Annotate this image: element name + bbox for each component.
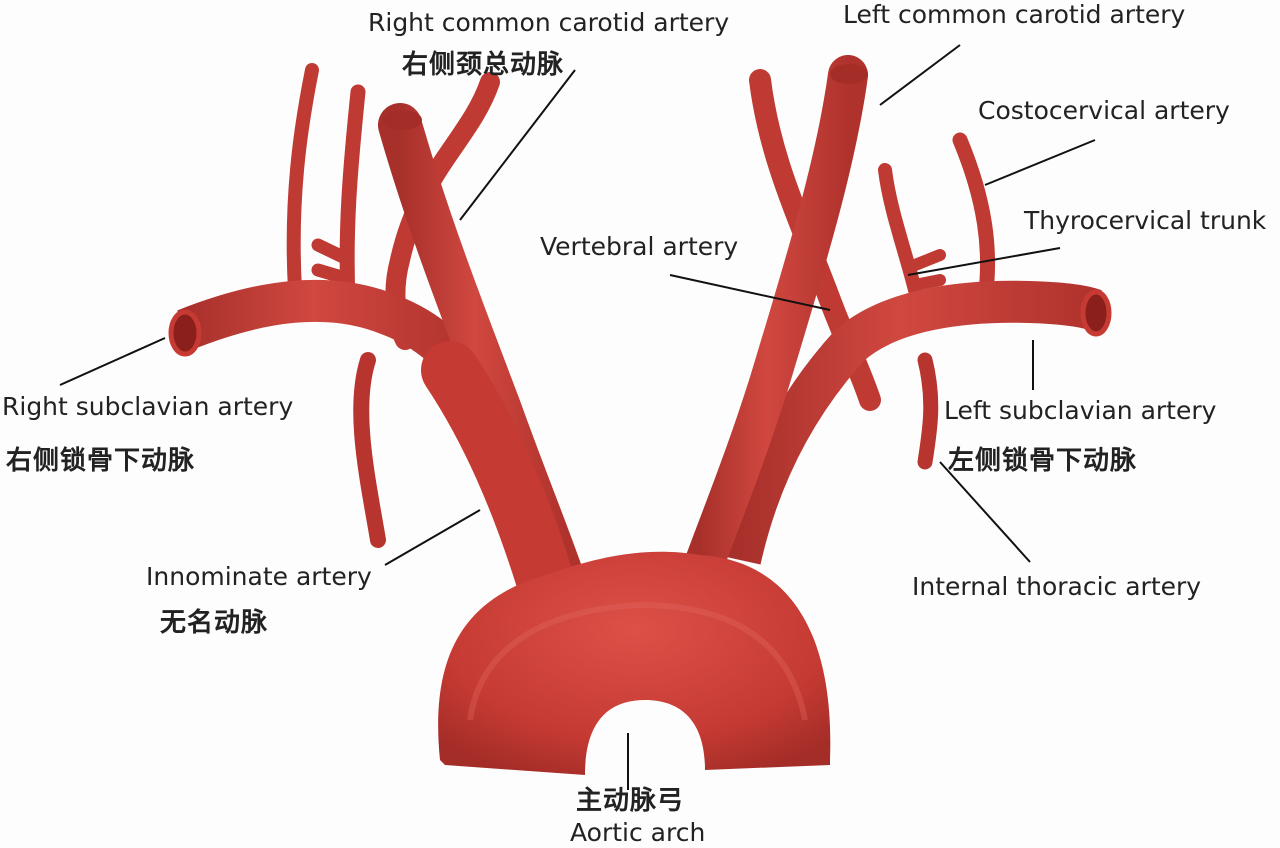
right-subclavian-lumen: [168, 309, 202, 357]
label-vertebral-en: Vertebral artery: [540, 232, 739, 261]
right-carotid-lumen: [382, 110, 422, 130]
left-common-carotid-vessel: [680, 55, 868, 595]
right-thyrocervical-branch: [286, 63, 319, 297]
leader-internal-thoracic: [939, 461, 1031, 563]
label-left-subclavian-en: Left subclavian artery: [944, 396, 1217, 425]
label-costocervical-en: Costocervical artery: [978, 96, 1230, 125]
label-right-common-carotid-cn: 右侧颈总动脉: [402, 50, 565, 80]
left-subclavian-vessel: [719, 280, 1102, 565]
leader-innominate: [384, 509, 481, 566]
leader-right-subclavian: [59, 337, 166, 386]
label-right-subclavian-en: Right subclavian artery: [2, 392, 294, 421]
label-left-subclavian-cn: 左侧锁骨下动脉: [948, 446, 1138, 476]
right-branch-stub-1: [311, 238, 352, 265]
label-innominate-cn: 无名动脉: [160, 608, 269, 638]
label-internal-thoracic-en: Internal thoracic artery: [912, 572, 1202, 601]
vessels: [168, 55, 1112, 775]
right-branch-stub-2: [311, 263, 352, 285]
aortic-arch-vessel: [438, 551, 831, 775]
label-left-common-carotid-en: Left common carotid artery: [843, 0, 1186, 29]
left-costocervical-branch: [952, 132, 996, 308]
left-branch-stub-2: [909, 274, 946, 291]
left-subclavian-lumen: [1080, 289, 1112, 337]
right-vertebral-branch: [339, 84, 366, 308]
label-innominate-en: Innominate artery: [146, 562, 372, 591]
label-right-subclavian-cn: 右侧锁骨下动脉: [6, 446, 196, 476]
leader-lines: [59, 44, 1096, 790]
leader-vertebral: [669, 274, 831, 311]
leader-left-common-carotid: [879, 44, 961, 106]
label-thyrocervical-en: Thyrocervical trunk: [1024, 206, 1267, 235]
left-carotid-lumen: [830, 64, 868, 84]
label-aortic-arch-cn: 主动脉弓: [576, 786, 685, 816]
left-branch-stub-1: [909, 249, 946, 271]
left-internal-thoracic: [917, 352, 939, 470]
innominate-lower: [421, 341, 574, 609]
label-aortic-arch-en: Aortic arch: [570, 818, 706, 847]
leader-costocervical: [984, 139, 1096, 186]
leader-right-common-carotid: [459, 69, 576, 221]
label-right-common-carotid-en: Right common carotid artery: [368, 8, 730, 37]
aortic-arch-highlight: [467, 601, 808, 721]
right-internal-thoracic: [353, 352, 386, 548]
left-thyrocervical-branch: [878, 163, 922, 297]
leader-thyrocervical: [907, 247, 1061, 276]
